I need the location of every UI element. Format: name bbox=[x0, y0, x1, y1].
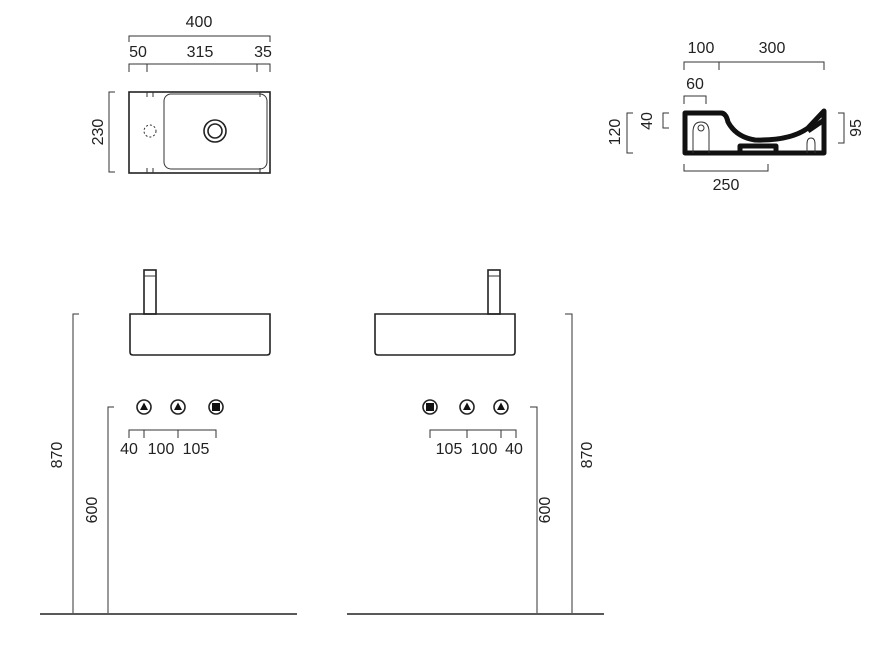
dim-line-right-outlet bbox=[530, 406, 538, 613]
dim-line-right-spacing bbox=[429, 429, 517, 438]
dim-segment-left: 50 bbox=[129, 44, 147, 61]
drain-section bbox=[737, 117, 826, 153]
dim-right-gap-b: 100 bbox=[471, 441, 498, 458]
section-view: 100 300 60 40 120 95 250 bbox=[607, 40, 865, 194]
left-elevation: 40 100 105 870 600 bbox=[40, 269, 297, 615]
top-view: 400 50 315 35 230 bbox=[90, 14, 272, 174]
faucet-right bbox=[487, 269, 501, 315]
faucet-left bbox=[143, 269, 157, 315]
dim-overall-width: 400 bbox=[186, 14, 213, 31]
dim-line-left-total bbox=[72, 313, 79, 613]
dim-line-bottom-width bbox=[683, 164, 769, 172]
valve-triangle-mark bbox=[463, 402, 471, 410]
tap-hole-section bbox=[692, 121, 710, 153]
dim-right-gap-a: 105 bbox=[436, 441, 463, 458]
outlet-square-mark bbox=[426, 403, 434, 411]
dim-line-outer-height bbox=[626, 112, 633, 154]
tap-hole-mark-icon bbox=[697, 124, 705, 132]
dim-bottom-width: 250 bbox=[713, 177, 740, 194]
dim-line-overall bbox=[128, 35, 271, 42]
dim-right-gap-c: 40 bbox=[505, 441, 523, 458]
basin-elevation-right bbox=[374, 313, 516, 356]
tap-hole-dashed-icon bbox=[143, 124, 157, 138]
dim-left-outlet-height: 600 bbox=[84, 497, 101, 524]
supply-valve-right-2 bbox=[493, 399, 509, 415]
dim-right-outlet-height: 600 bbox=[537, 497, 554, 524]
dim-line-segments bbox=[128, 63, 271, 72]
right-elevation: 105 100 40 600 870 bbox=[347, 269, 604, 615]
basin-outline-plan bbox=[128, 91, 271, 174]
dim-width-right: 300 bbox=[759, 40, 786, 57]
dim-line-left-outlet bbox=[107, 406, 114, 613]
dim-line-offset bbox=[683, 95, 707, 104]
supply-valve-left-2 bbox=[170, 399, 186, 415]
dim-inner-height: 95 bbox=[848, 119, 865, 137]
tap-ledge-marks bbox=[146, 92, 261, 173]
drain-inner-icon bbox=[207, 123, 223, 139]
outlet-square-mark bbox=[212, 403, 220, 411]
basin-section-body bbox=[682, 108, 827, 156]
dim-line-section-top bbox=[683, 61, 825, 70]
supply-valve-left-1 bbox=[136, 399, 152, 415]
waste-outlet-right bbox=[422, 399, 438, 415]
basin-elevation-left bbox=[129, 313, 271, 356]
dim-right-total-height: 870 bbox=[579, 442, 596, 469]
dim-left-gap-b: 100 bbox=[148, 441, 175, 458]
dim-line-left-spacing bbox=[128, 429, 217, 438]
dim-rim: 40 bbox=[639, 112, 656, 130]
valve-triangle-mark bbox=[174, 402, 182, 410]
dim-left-gap-c: 105 bbox=[183, 441, 210, 458]
dim-depth: 230 bbox=[90, 119, 107, 146]
valve-triangle-mark bbox=[497, 402, 505, 410]
dim-segment-middle: 315 bbox=[187, 44, 214, 61]
dim-outer-height: 120 bbox=[607, 119, 624, 146]
dim-left-total-height: 870 bbox=[49, 442, 66, 469]
dim-line-inner-height bbox=[838, 112, 845, 144]
bowl-outline-plan bbox=[163, 93, 268, 170]
dim-line-right-total bbox=[565, 313, 573, 613]
dim-offset: 60 bbox=[686, 76, 704, 93]
waste-outlet-left bbox=[208, 399, 224, 415]
dim-line-depth bbox=[108, 91, 115, 173]
dim-line-rim bbox=[662, 112, 669, 129]
overflow-section bbox=[806, 137, 816, 153]
supply-valve-right-1 bbox=[459, 399, 475, 415]
valve-triangle-mark bbox=[140, 402, 148, 410]
dim-segment-right: 35 bbox=[254, 44, 272, 61]
dim-width-left: 100 bbox=[688, 40, 715, 57]
drain-outer-icon bbox=[203, 119, 227, 143]
dim-left-gap-a: 40 bbox=[120, 441, 138, 458]
